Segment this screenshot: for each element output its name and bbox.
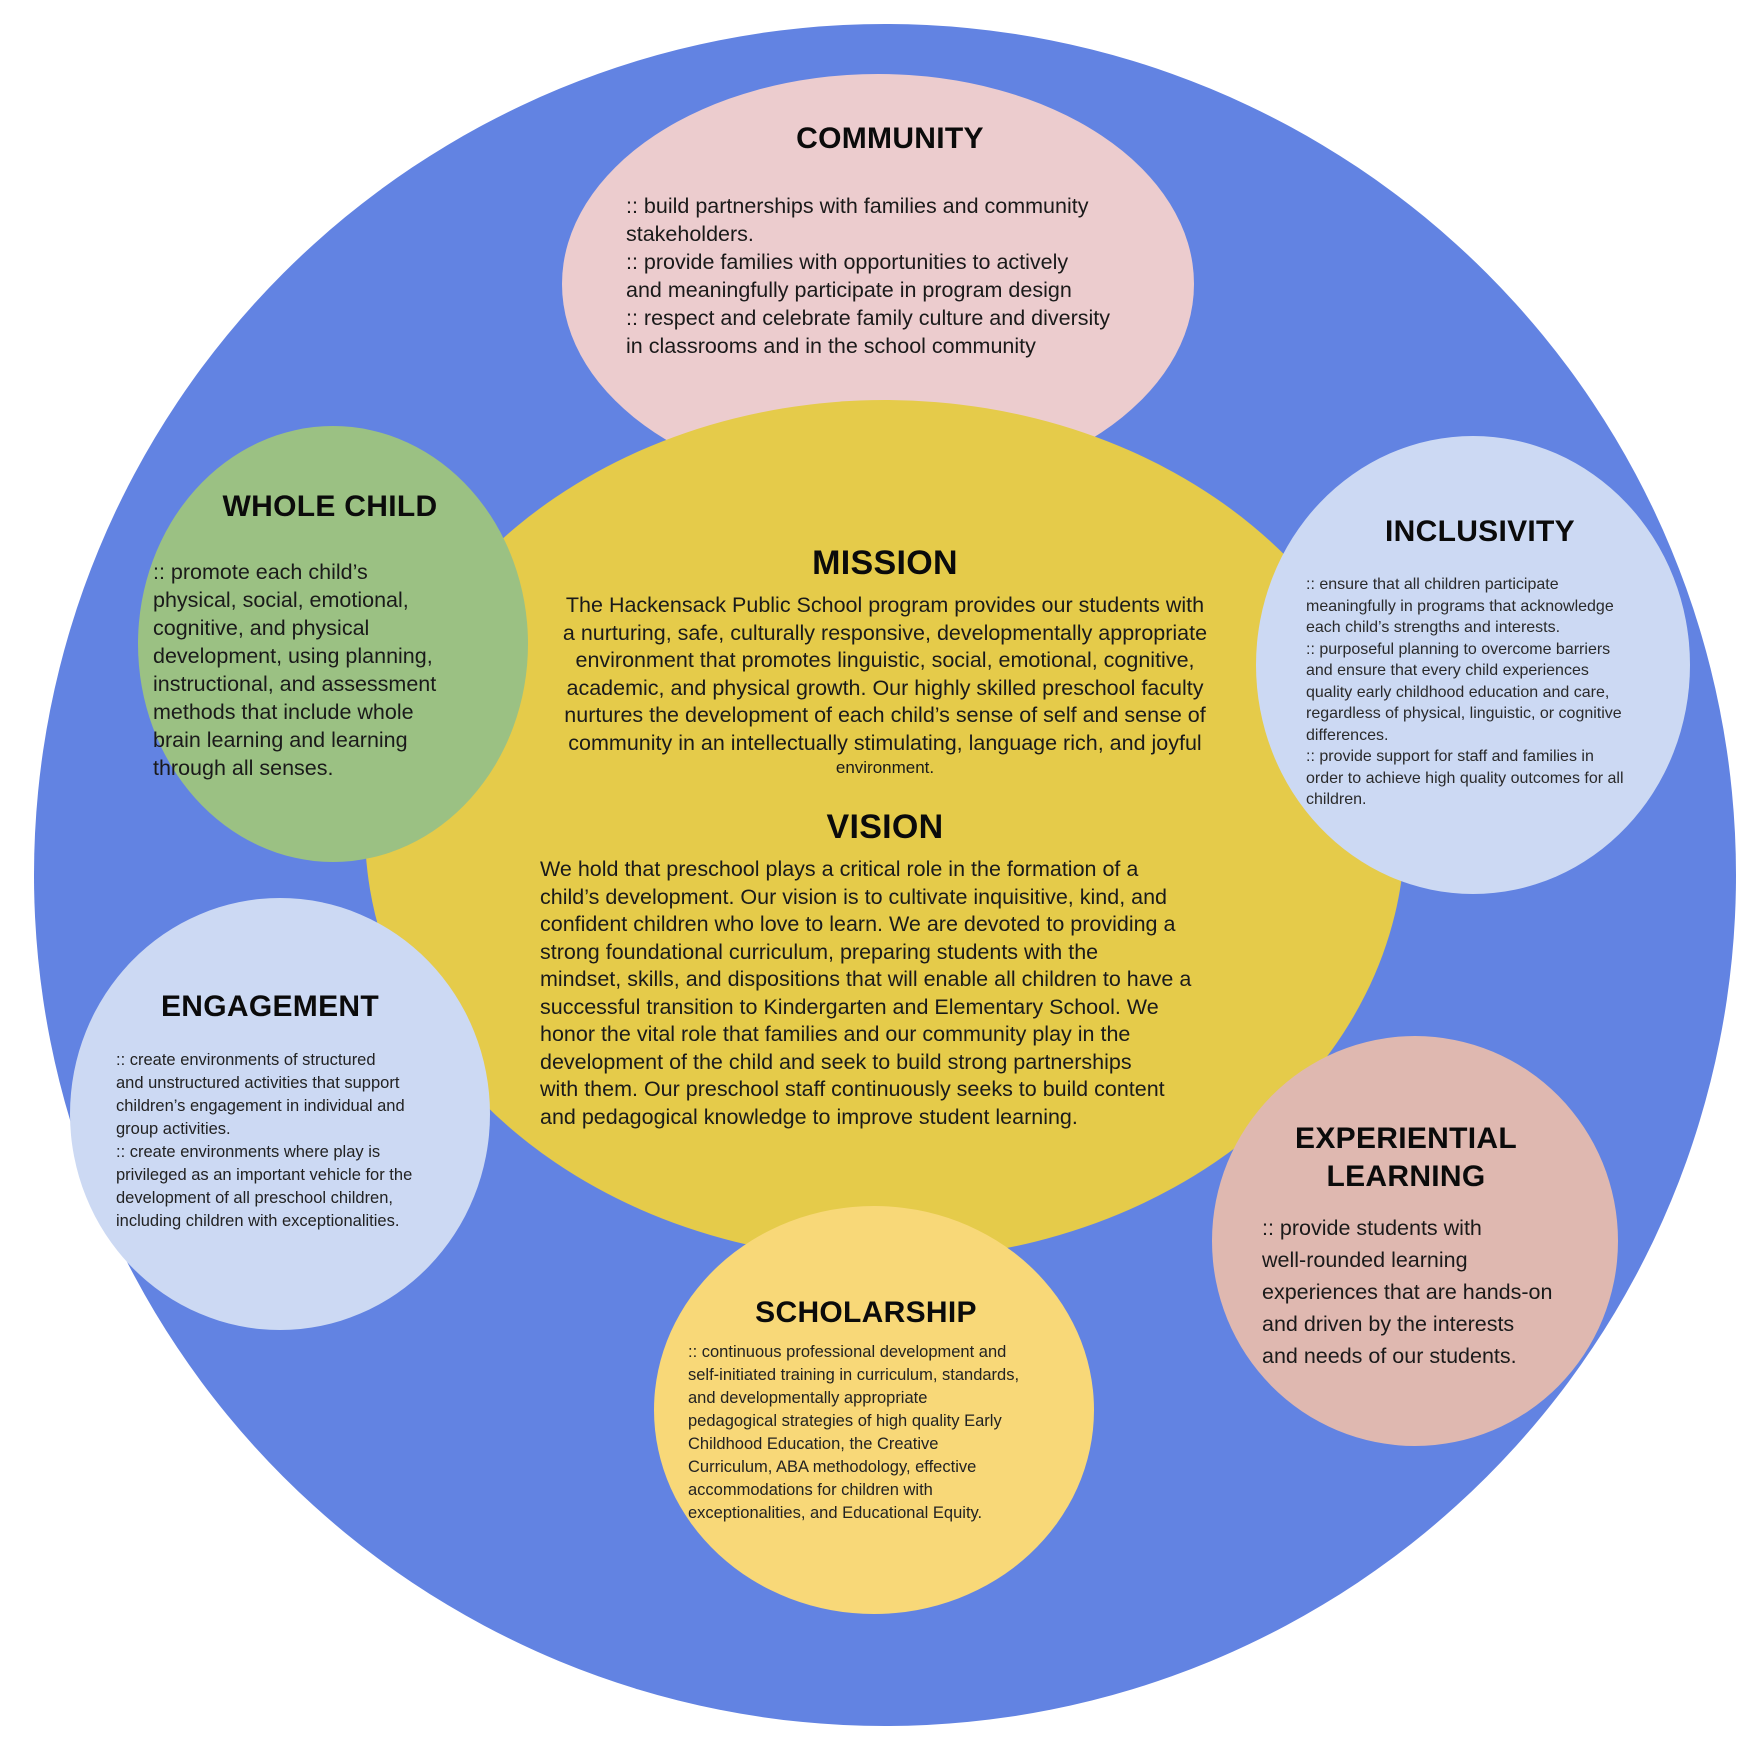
text-line: and driven by the interests [1262,1312,1515,1336]
whole-child-title: WHOLE CHILD [222,490,438,523]
vision-text: We hold that preschool plays a critical … [540,856,1191,1131]
text-line: community in an intellectually stimulati… [568,730,1202,755]
title-line: LEARNING [1326,1160,1486,1193]
experiential-learning-text: :: provide students with well-rounded le… [1262,1212,1552,1372]
text-line: instructional, and assessment [153,672,437,696]
text-line: privileged as an important vehicle for t… [116,1166,413,1184]
text-line: with them. Our preschool staff continuou… [540,1077,1165,1101]
inclusivity-bubble [1256,436,1690,894]
text-line: Childhood Education, the Creative [688,1435,939,1453]
text-line: children. [1306,791,1367,808]
text-line: development of all preschool children, [116,1189,393,1207]
text-line: environment that promotes linguistic, so… [575,648,1195,672]
text-line: a nurturing, safe, culturally responsive… [562,620,1208,645]
experiential-learning-title: EXPERIENTIAL LEARNING [1256,1120,1556,1196]
text-line: children’s engagement in individual and [116,1097,405,1115]
text-line: development, using planning, [153,644,433,668]
text-line: Curriculum, ABA methodology, effective [688,1458,977,1476]
text-line: :: create environments where play is [116,1143,381,1161]
text-line: :: provide families with opportunities t… [626,250,1069,274]
text-line: including children with exceptionalities… [116,1212,400,1230]
text-line: honor the vital role that families and o… [540,1022,1131,1046]
text-line: child’s development. Our vision is to cu… [540,884,1168,909]
text-line: academic, and physical growth. Our highl… [566,675,1204,700]
experiential-learning-bubble [1212,1036,1618,1446]
text-line: :: ensure that all children participate [1306,576,1559,593]
text-line: :: respect and celebrate family culture … [626,306,1110,330]
mission-text: The Hackensack Public School program pro… [520,592,1250,779]
text-line: brain learning and learning [153,728,408,752]
vision-title: VISION [826,808,944,846]
text-line: quality early childhood education and ca… [1306,683,1610,701]
text-line: and unstructured activities that support [116,1074,400,1092]
text-line: :: create environments of structured [116,1051,376,1069]
text-line: order to achieve high quality outcomes f… [1306,769,1624,787]
engagement-text: :: create environments of structured and… [116,1049,412,1233]
engagement-title: ENGAGEMENT [160,990,379,1023]
text-line: exceptionalities, and Educational Equity… [688,1504,983,1522]
text-line: environment. [835,758,935,777]
text-line: mindset, skills, and dispositions that w… [540,967,1192,991]
scholarship-bubble [654,1206,1094,1614]
community-text: :: build partnerships with families and … [626,192,1110,360]
text-line: nurtures the development of each child’s… [564,703,1206,727]
inclusivity-title: INCLUSIVITY [1385,515,1575,548]
text-line: self-initiated training in curriculum, s… [688,1366,1020,1384]
inclusivity-text: :: ensure that all children participate … [1306,574,1624,811]
text-line: and meaningfully participate in program … [626,278,1072,302]
text-line: accommodations for children with [688,1481,933,1499]
text-line: methods that include whole [153,700,414,724]
whole-child-bubble [138,426,528,862]
text-line: meaningfully in programs that acknowledg… [1306,597,1614,615]
text-line: The Hackensack Public School program pro… [565,593,1205,617]
text-line: :: provide support for staff and familie… [1306,748,1594,765]
text-line: :: continuous professional development a… [688,1343,1007,1361]
text-line: :: purposeful planning to overcome barri… [1306,640,1611,658]
text-line: group activities. [116,1120,231,1138]
text-line: successful transition to Kindergarten an… [540,994,1159,1019]
text-line: development of the child and seek to bui… [540,1049,1132,1074]
text-line: differences. [1306,726,1389,744]
text-line: and needs of our students. [1262,1344,1517,1368]
text-line: and pedagogical knowledge to improve stu… [540,1104,1078,1129]
text-line: and developmentally appropriate [688,1389,928,1407]
scholarship-title: SCHOLARSHIP [755,1296,977,1329]
text-line: We hold that preschool plays a critical … [540,857,1139,881]
text-line: physical, social, emotional, [153,588,409,612]
text-line: in classrooms and in the school communit… [626,334,1036,358]
text-line: :: provide students with [1262,1216,1482,1240]
text-line: :: build partnerships with families and … [626,194,1089,218]
text-line: and ensure that every child experiences [1306,662,1589,679]
text-line: each child’s strengths and interests. [1306,619,1561,636]
engagement-bubble [70,898,490,1330]
text-line: strong foundational curriculum, preparin… [540,939,1099,964]
mission-title: MISSION [812,544,958,582]
title-line: EXPERIENTIAL [1295,1122,1517,1155]
text-line: experiences that are hands-on [1262,1280,1553,1304]
text-line: stakeholders. [626,222,754,246]
text-line: regardless of physical, linguistic, or c… [1306,705,1622,722]
text-line: through all senses. [153,756,334,780]
text-line: :: promote each child’s [153,560,368,584]
mission-vision-bubble [365,400,1405,1260]
community-title: COMMUNITY [796,122,984,155]
whole-child-text: :: promote each child’s physical, social… [153,558,436,782]
text-line: cognitive, and physical [153,616,370,640]
text-line: well-rounded learning [1262,1248,1468,1272]
text-line: pedagogical strategies of high quality E… [688,1412,1002,1430]
scholarship-text: :: continuous professional development a… [688,1341,1019,1525]
text-line: confident children who love to learn. We… [540,912,1176,936]
